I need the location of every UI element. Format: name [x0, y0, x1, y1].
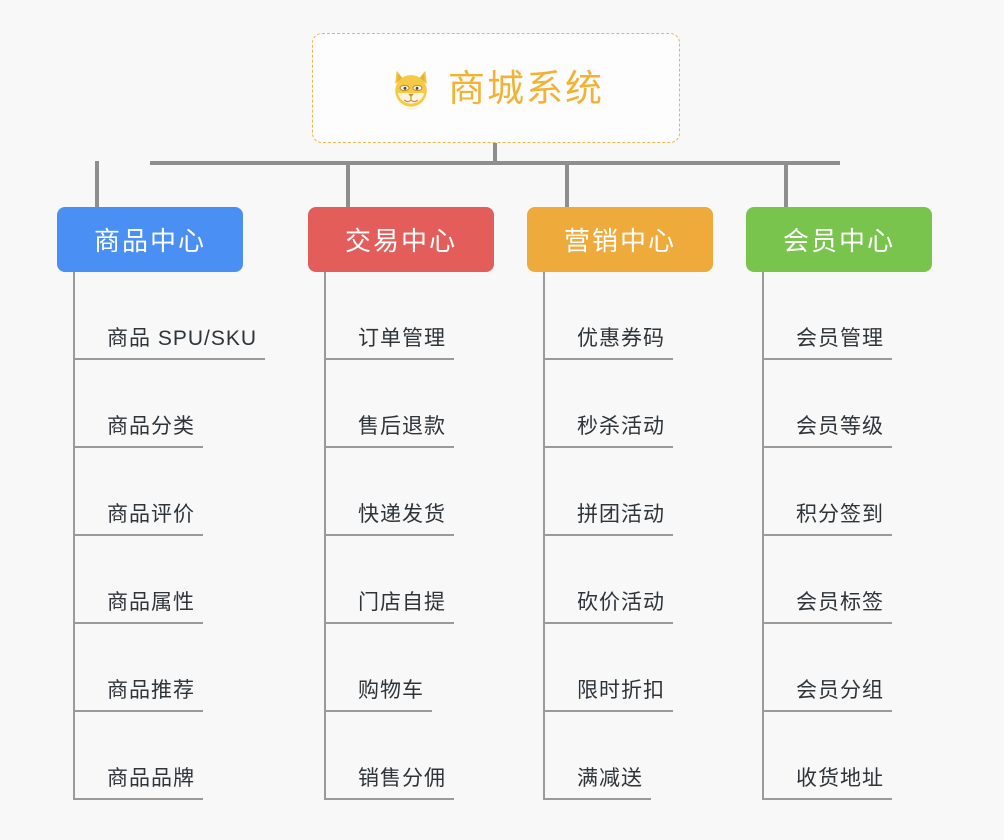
leaf-underline: 满减送 — [543, 766, 651, 800]
leaf-label: 会员管理 — [796, 326, 884, 350]
leaf-item[interactable]: 商品属性 — [73, 536, 203, 624]
leaf-item[interactable]: 会员分组 — [762, 624, 892, 712]
leaf-item[interactable]: 秒杀活动 — [543, 360, 673, 448]
leaf-underline: 售后退款 — [324, 414, 454, 448]
category-box-3[interactable]: 营销中心 — [527, 207, 713, 272]
leaf-underline: 优惠券码 — [543, 326, 673, 360]
leaf-label: 优惠券码 — [577, 326, 665, 350]
leaf-label: 会员等级 — [796, 414, 884, 438]
leaf-label: 限时折扣 — [577, 678, 665, 702]
leaf-underline: 砍价活动 — [543, 590, 673, 624]
leaf-label: 门店自提 — [358, 590, 446, 614]
connector-root-stem — [493, 143, 497, 164]
leaf-underline: 商品评价 — [73, 502, 203, 536]
connector-drop-1 — [95, 161, 99, 207]
leaf-label: 秒杀活动 — [577, 414, 665, 438]
leaf-label: 积分签到 — [796, 502, 884, 526]
leaf-underline: 购物车 — [324, 678, 432, 712]
connector-spine-2 — [324, 272, 326, 800]
leaf-label: 商品品牌 — [107, 766, 195, 790]
connector-drop-4 — [784, 161, 788, 207]
shiba-dog-face-icon — [395, 70, 427, 110]
leaf-item[interactable]: 拼团活动 — [543, 448, 673, 536]
leaf-label: 购物车 — [358, 678, 424, 702]
leaf-underline: 商品推荐 — [73, 678, 203, 712]
leaf-label: 销售分佣 — [358, 766, 446, 790]
leaf-item[interactable]: 积分签到 — [762, 448, 892, 536]
leaf-label: 满减送 — [577, 766, 643, 790]
leaf-item[interactable]: 优惠券码 — [543, 272, 673, 360]
leaf-item[interactable]: 门店自提 — [324, 536, 454, 624]
category-box-4[interactable]: 会员中心 — [746, 207, 932, 272]
leaf-label: 售后退款 — [358, 414, 446, 438]
leaf-label: 拼团活动 — [577, 502, 665, 526]
leaf-underline: 商品分类 — [73, 414, 203, 448]
leaf-label: 快递发货 — [358, 502, 446, 526]
connector-horizontal-bus — [150, 161, 840, 165]
leaf-label: 砍价活动 — [577, 590, 665, 614]
leaf-item[interactable]: 商品 SPU/SKU — [73, 272, 266, 360]
category-box-1[interactable]: 商品中心 — [57, 207, 243, 272]
connector-drop-3 — [565, 161, 569, 207]
leaf-item[interactable]: 商品分类 — [73, 360, 203, 448]
category-label: 商品中心 — [93, 226, 206, 256]
leaf-underline: 订单管理 — [324, 326, 454, 360]
leaf-item[interactable]: 订单管理 — [324, 272, 454, 360]
leaf-item[interactable]: 商品评价 — [73, 448, 203, 536]
leaf-underline: 商品品牌 — [73, 766, 203, 800]
leaf-underline: 商品属性 — [73, 590, 203, 624]
leaf-underline: 会员管理 — [762, 326, 892, 360]
leaf-underline: 快递发货 — [324, 502, 454, 536]
leaf-label: 会员分组 — [796, 678, 884, 702]
leaf-underline: 会员标签 — [762, 590, 892, 624]
leaf-label: 会员标签 — [796, 590, 884, 614]
leaf-underline: 销售分佣 — [324, 766, 454, 800]
leaf-underline: 会员分组 — [762, 678, 892, 712]
leaf-label: 订单管理 — [358, 326, 446, 350]
connector-spine-3 — [543, 272, 545, 800]
leaf-item[interactable]: 会员等级 — [762, 360, 892, 448]
connector-spine-1 — [73, 272, 75, 800]
leaf-item[interactable]: 限时折扣 — [543, 624, 673, 712]
leaf-item[interactable]: 砍价活动 — [543, 536, 673, 624]
leaf-item[interactable]: 商品推荐 — [73, 624, 203, 712]
category-label: 会员中心 — [782, 226, 895, 256]
category-label: 交易中心 — [344, 226, 457, 256]
root-node-mall-system[interactable]: 商城系统 — [312, 33, 680, 143]
leaf-item[interactable]: 销售分佣 — [324, 712, 454, 800]
leaf-item[interactable]: 售后退款 — [324, 360, 454, 448]
category-label: 营销中心 — [563, 226, 676, 256]
leaf-item[interactable]: 会员管理 — [762, 272, 892, 360]
leaf-item[interactable]: 快递发货 — [324, 448, 454, 536]
connector-drop-2 — [346, 161, 350, 207]
leaf-label: 商品 SPU/SKU — [107, 326, 258, 350]
leaf-underline: 商品 SPU/SKU — [73, 326, 266, 360]
leaf-item[interactable]: 收货地址 — [762, 712, 892, 800]
leaf-item[interactable]: 购物车 — [324, 624, 432, 712]
leaf-underline: 积分签到 — [762, 502, 892, 536]
leaf-label: 商品评价 — [107, 502, 195, 526]
leaf-label: 收货地址 — [796, 766, 884, 790]
root-title: 商城系统 — [448, 67, 604, 109]
leaf-label: 商品推荐 — [107, 678, 195, 702]
leaf-label: 商品属性 — [107, 590, 195, 614]
category-box-2[interactable]: 交易中心 — [308, 207, 494, 272]
leaf-item[interactable]: 满减送 — [543, 712, 651, 800]
leaf-label: 商品分类 — [107, 414, 195, 438]
leaf-underline: 秒杀活动 — [543, 414, 673, 448]
leaf-item[interactable]: 商品品牌 — [73, 712, 203, 800]
leaf-underline: 门店自提 — [324, 590, 454, 624]
leaf-underline: 限时折扣 — [543, 678, 673, 712]
leaf-underline: 收货地址 — [762, 766, 892, 800]
leaf-underline: 拼团活动 — [543, 502, 673, 536]
connector-spine-4 — [762, 272, 764, 800]
leaf-item[interactable]: 会员标签 — [762, 536, 892, 624]
leaf-underline: 会员等级 — [762, 414, 892, 448]
